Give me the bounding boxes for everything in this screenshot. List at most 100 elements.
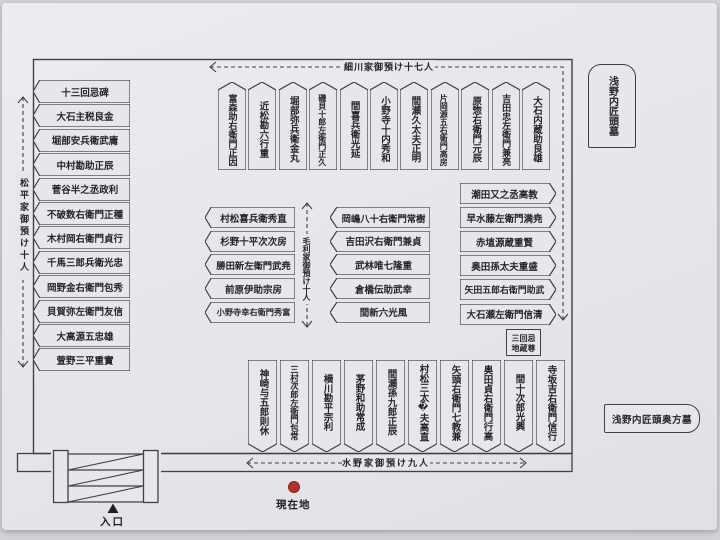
asano-takuminokami-tomb: 浅野内匠頭墓 xyxy=(588,64,636,148)
grave-name: 小野寺十内秀和 xyxy=(379,96,390,163)
grave-box-middle_right-2: 武林唯七隆重 xyxy=(330,254,430,276)
grave-name: 磯貝十郎左衛門正久 xyxy=(317,93,328,166)
grave-box-middle_left-1: 杉野十平次次房 xyxy=(205,230,295,252)
grave-box-bottom_row-1: 三村次郎左衛門包常 xyxy=(280,360,309,452)
grave-box-left_column-6: 木村岡右衛門貞行 xyxy=(33,226,130,250)
grave-box-middle_right-3: 倉橋伝助武幸 xyxy=(330,278,430,300)
current-location-label: 現在地 xyxy=(276,499,311,511)
grave-name: 潮田又之丞高教 xyxy=(471,189,538,201)
grave-name: 奥田貞右衛門行高 xyxy=(481,364,493,441)
grave-box-right_column-5: 大石瀬左衛門信清 xyxy=(460,303,556,325)
grave-box-top_row-5: 小野寺十内秀和 xyxy=(370,82,398,170)
grave-box-bottom_row-0: 神崎与五郎則休 xyxy=(248,360,277,452)
walkway-band xyxy=(16,452,573,473)
grave-name: 杉野十平次次房 xyxy=(220,237,287,249)
grave-name: 村松三太�夫高直 xyxy=(417,363,429,442)
grave-name: 堀部安兵衛武庸 xyxy=(51,136,119,148)
grave-box-left_column-3: 中村勘助正辰 xyxy=(33,153,130,177)
grave-name: 前原伊助宗房 xyxy=(224,284,282,296)
grave-name: 不破数右衛門正種 xyxy=(46,209,123,221)
grave-box-top_row-2: 堀部弥兵衛金丸 xyxy=(278,82,307,170)
hosokawa-bracket-line xyxy=(210,66,564,320)
grave-name: 十三回忌碑 xyxy=(61,87,109,99)
grave-box-right_column-0: 潮田又之丞高教 xyxy=(460,183,556,204)
grave-name: 千馬三郎兵衛光忠 xyxy=(46,258,123,270)
grave-name: 木村岡右衛門貞行 xyxy=(46,233,123,245)
grave-name: 中村勘助正辰 xyxy=(56,160,114,172)
memorial-line1: 三回忌 xyxy=(511,332,536,343)
grave-name: 間瀬孫九郎正辰 xyxy=(385,369,397,436)
grave-box-left_column-5: 不破数右衛門正種 xyxy=(33,202,130,225)
grave-name: 吉田忠左衛門兼亮 xyxy=(500,93,511,166)
grave-name: 大高源五忠雄 xyxy=(56,331,114,343)
grave-name: 大石瀬左衛門信清 xyxy=(466,310,543,321)
mizuno-bracket-label: 水野家御預け九人 xyxy=(342,456,430,469)
grave-name: 武林唯七隆重 xyxy=(354,260,412,272)
grave-box-right_column-3: 奥田孫太夫重盛 xyxy=(460,255,556,277)
grave-box-bottom_row-9: 寺坂吉右衛門信行 xyxy=(536,360,565,452)
grave-box-left_column-11: 萱野三平重實 xyxy=(33,348,130,372)
grave-box-top_row-10: 大石内蔵助良雄 xyxy=(522,82,550,170)
grave-box-top_row-9: 吉田忠左衛門兼亮 xyxy=(491,82,520,170)
grave-box-middle_left-3: 前原伊助宗房 xyxy=(205,278,295,300)
grave-name: 早水藤左衛門満尭 xyxy=(466,213,543,225)
grave-box-top_row-6: 間瀬久太夫正明 xyxy=(400,82,429,170)
grave-name: 吉田沢右衛門兼貞 xyxy=(345,237,422,249)
grave-box-middle_right-1: 吉田沢右衛門兼貞 xyxy=(330,230,430,252)
grave-box-top_row-1: 近松勘六行重 xyxy=(248,82,277,170)
grave-name: 大石内蔵助良雄 xyxy=(531,96,542,163)
grave-name: 富森助右衛門正因 xyxy=(226,93,237,166)
grave-name: 神崎与五郎則休 xyxy=(257,369,269,436)
grave-name: 間十次郎光興 xyxy=(513,374,525,431)
mouri-bracket-label: 毛利家御預け十人 xyxy=(299,234,316,304)
grave-box-left_column-9: 貝賀弥左衛門友信 xyxy=(33,299,130,323)
grave-box-top_row-0: 富森助右衛門正因 xyxy=(218,82,246,170)
bracket-arrowheads xyxy=(17,61,569,469)
grave-name: 間瀬久太夫正明 xyxy=(409,96,421,163)
grave-name: 大石主税良金 xyxy=(56,111,114,123)
grave-box-middle_right-0: 岡嶋八十右衛門常樹 xyxy=(330,207,430,228)
grave-box-bottom_row-7: 奥田貞右衛門行高 xyxy=(472,360,501,452)
asano-wife-tomb: 浅野内匠頭奥方墓 xyxy=(604,404,700,433)
hosokawa-bracket-label: 細川家御預け十七人 xyxy=(343,60,435,73)
grave-name: 片岡源五右衛門高房 xyxy=(439,93,450,166)
grave-box-left_column-2: 堀部安兵衛武庸 xyxy=(33,128,130,152)
grave-name: 矢頭右衛門七教兼 xyxy=(449,364,461,441)
grave-box-left_column-7: 千馬三郎兵衛光忠 xyxy=(33,250,130,274)
grave-box-bottom_row-5: 村松三太�夫高直 xyxy=(408,360,437,452)
grave-name: 勝田新左衛門武尭 xyxy=(216,260,291,272)
grave-box-bottom_row-2: 横川勘平宗利 xyxy=(312,360,341,452)
memorial-line2: 地蔵尊 xyxy=(511,342,536,353)
grave-name: 倉橋伝助武幸 xyxy=(354,284,412,296)
grave-box-top_row-3: 磯貝十郎左衛門正久 xyxy=(309,82,338,170)
grave-box-bottom_row-3: 茅野和助常成 xyxy=(344,360,373,452)
grave-name: 近松勘六行重 xyxy=(257,101,269,158)
grave-box-left_column-4: 菅谷半之丞政利 xyxy=(33,177,130,201)
grave-name: 菅谷半之丞政利 xyxy=(51,185,119,197)
memorial-box: 三回忌 地蔵尊 xyxy=(506,329,541,356)
grave-box-top_row-7: 片岡源五右衛門高房 xyxy=(430,82,459,170)
grave-box-bottom_row-4: 間瀬孫九郎正辰 xyxy=(376,360,405,452)
entrance-label: 入口 xyxy=(100,516,125,528)
current-location-dot-icon xyxy=(288,481,300,493)
grave-name: 茅野和助常成 xyxy=(353,374,365,431)
grave-name: 赤埴源蔵重賢 xyxy=(475,237,533,249)
grave-name: 間新六光風 xyxy=(359,308,408,320)
grave-name: 小野寺幸右衛門秀富 xyxy=(216,307,291,318)
grave-name: 横川勘平宗利 xyxy=(321,374,333,431)
grave-name: 三村次郎左衛門包常 xyxy=(289,364,300,441)
grave-name: 岡野金右衛門包秀 xyxy=(46,282,123,294)
grave-name: 堀部弥兵衛金丸 xyxy=(287,96,299,163)
grave-box-middle_left-2: 勝田新左衛門武尭 xyxy=(205,254,295,276)
grave-box-top_row-8: 原惣右衛門元辰 xyxy=(461,82,490,170)
matsudaira-bracket-label: 松平家御預け十人 xyxy=(15,172,32,280)
grave-name: 萱野三平重實 xyxy=(56,355,114,367)
grave-box-right_column-4: 矢田五郎右衛門助武 xyxy=(460,279,556,301)
grave-name: 奥田孫太夫重盛 xyxy=(471,261,538,273)
grave-box-top_row-4: 間喜兵衛光延 xyxy=(339,82,368,170)
grave-name: 矢田五郎右衛門助武 xyxy=(464,286,545,297)
grave-name: 村松喜兵衛秀直 xyxy=(220,213,287,225)
grave-name: 間喜兵衛光延 xyxy=(348,101,360,158)
staircase xyxy=(51,449,161,504)
